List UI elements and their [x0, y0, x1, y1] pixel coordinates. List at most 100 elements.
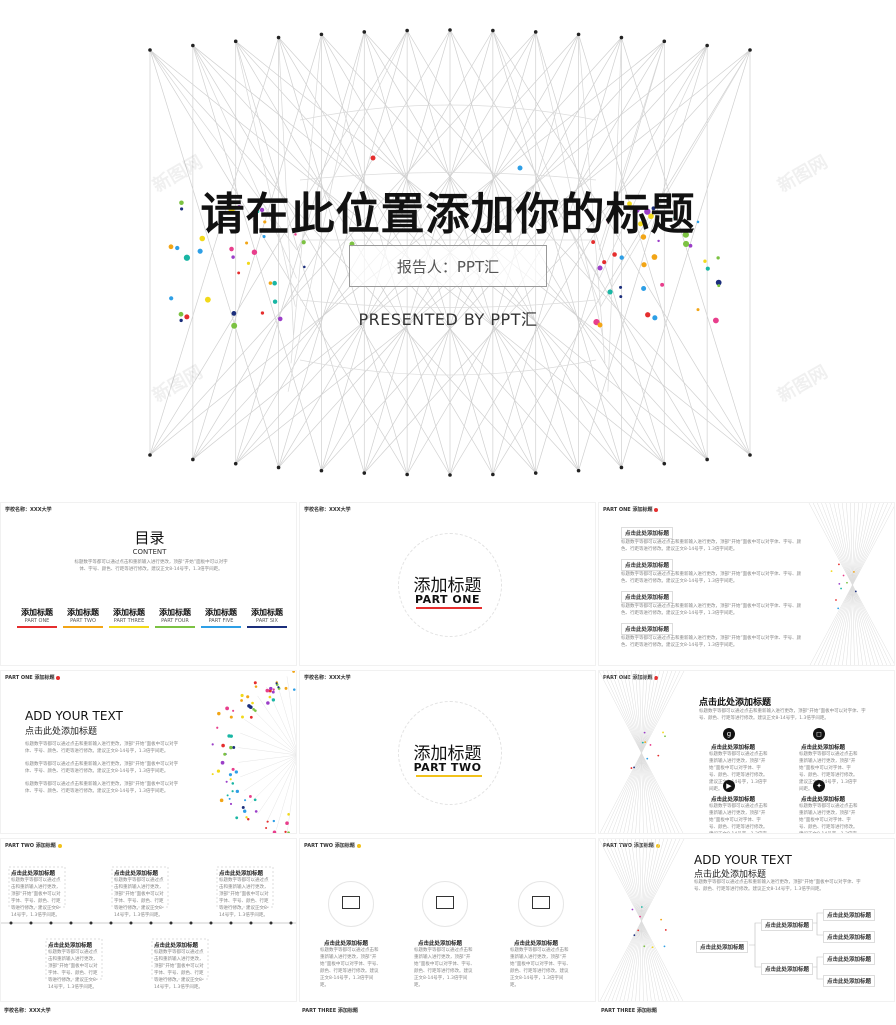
list-text-2: 标题数字等都可以通过点击和重新输入进行更改，顶部“开始”面板中可以对字体、字号、… — [621, 572, 802, 584]
body-text-2: 标题数字等都可以通过点击和重新输入进行更改，顶部“开始”面板中可以对字体、字号、… — [25, 762, 179, 774]
icon-block-text: 标题数字等都可以通过点击和重新输入进行更改，顶部“开始”面板中可以对字体、字号、… — [799, 752, 858, 792]
confetti-dot — [237, 205, 241, 209]
mesh-arc — [299, 359, 597, 376]
confetti-dot — [231, 782, 235, 785]
confetti-dot — [216, 769, 221, 773]
confetti-dot — [246, 817, 250, 821]
toc-part-label[interactable]: 添加标题 — [67, 608, 99, 617]
mesh-line — [599, 671, 685, 833]
confetti-dot — [284, 830, 287, 833]
mesh-line — [578, 45, 708, 471]
timeline-text-2: 标题数字等都可以通过点击和重新输入进行更改，顶部“开始”面板中可以对字体、字号、… — [114, 878, 164, 918]
toc-part-label[interactable]: 添加标题 — [251, 608, 283, 617]
confetti-dot — [664, 735, 666, 738]
slide-header: PART TWO 添加标题 — [5, 842, 62, 849]
confetti-dot — [641, 741, 644, 744]
mesh-line — [578, 34, 708, 460]
toc-part-label[interactable]: 添加标题 — [205, 608, 237, 617]
slide-tree[interactable]: PART TWO 添加标题 ADD YOUR TEXT 点击此处添加标题 标题数… — [598, 838, 895, 1002]
twitter-icon: ✦ — [813, 780, 825, 792]
slide-timeline[interactable]: PART TWO 添加标题 点击此处添加标题 标题数字等都可以通过点击和重新输入… — [0, 838, 297, 1002]
timeline-text-3: 标题数字等都可以通过点击和重新输入进行更改，顶部“开始”面板中可以对字体、字号、… — [219, 878, 269, 918]
mesh-line — [266, 686, 296, 752]
confetti-dot — [259, 207, 265, 213]
mesh-line — [257, 757, 296, 815]
mesh-node — [533, 30, 538, 34]
timeline-title-5: 点击此处添加标题 — [154, 943, 199, 949]
confetti-dot — [633, 934, 636, 937]
confetti-dot — [231, 322, 238, 329]
confetti-dot — [228, 206, 235, 213]
confetti-dot — [228, 797, 231, 800]
confetti-dot — [370, 155, 376, 161]
tree-node: 点击此处添加标题 — [761, 963, 814, 975]
confetti-dot — [688, 243, 693, 248]
confetti-dot — [244, 799, 247, 802]
toc-part-bar — [201, 626, 241, 628]
slide-section-two[interactable]: 学校名称：XXX大学 添加标题 PART TWO — [299, 670, 596, 834]
list-title-2: 点击此处添加标题 — [621, 559, 674, 571]
mesh-line — [149, 31, 536, 456]
section-part-label: PART ONE — [415, 593, 480, 606]
youtube-icon: ▶ — [723, 780, 735, 792]
confetti-dot — [229, 778, 232, 781]
confetti-dot — [660, 918, 663, 921]
section-title: 添加标题 — [413, 576, 482, 596]
confetti-dot — [640, 234, 647, 240]
mesh-node — [662, 461, 667, 466]
slide-part-one-list[interactable]: PART ONE 添加标题 点击此处添加标题 标题数字等都可以通过点击和重新输入… — [598, 502, 895, 666]
toc-part-bar — [155, 626, 195, 628]
confetti-dot — [220, 760, 225, 765]
mesh-node — [191, 457, 195, 462]
confetti-dot — [638, 221, 644, 227]
confetti-dot — [830, 570, 833, 573]
confetti-dot — [612, 252, 617, 257]
confetti-dot — [262, 234, 266, 239]
list-text-1: 标题数字等都可以通过点击和重新输入进行更改，顶部“开始”面板中可以对字体、字号、… — [621, 540, 802, 552]
confetti-dot — [268, 281, 273, 285]
mesh-line — [257, 695, 296, 753]
mesh-line — [449, 29, 600, 279]
confetti-dot — [619, 295, 623, 299]
confetti-dot — [602, 260, 607, 265]
slide-icon-grid[interactable]: PART ONE 添加标题 点击此处添加标题 标题数字等都可以通过点击和重新输入… — [598, 670, 895, 834]
mesh-line — [244, 719, 296, 754]
confetti-dot — [184, 314, 190, 320]
confetti-dot — [619, 255, 624, 260]
confetti-dot — [235, 816, 239, 820]
confetti-dot — [644, 741, 647, 744]
slide-section-one[interactable]: 学校名称：XXX大学 添加标题 PART ONE — [299, 502, 596, 666]
slide-three-circles[interactable]: PART TWO 添加标题 点击此处添加标题 标题数字等都可以通过点击和重新输入… — [299, 838, 596, 1002]
confetti-dot — [204, 296, 211, 303]
toc-part-label[interactable]: 添加标题 — [159, 608, 191, 617]
mesh-node — [405, 28, 409, 33]
confetti-dot — [837, 607, 840, 610]
decor-dot-arc — [211, 671, 296, 833]
confetti-dot — [284, 686, 288, 690]
slide-toc[interactable]: 学校名称：XXX大学 目录 CONTENT 标题数字等都可以通过点击和重新输入进… — [0, 502, 297, 666]
confetti-dot — [645, 312, 651, 318]
confetti-dot — [254, 810, 258, 813]
confetti-dot — [245, 241, 249, 245]
timeline-node — [89, 921, 93, 925]
toc-part-label[interactable]: 添加标题 — [113, 608, 145, 617]
tree-leaf: 点击此处添加标题 — [823, 975, 876, 987]
confetti-dot — [231, 790, 234, 793]
confetti-dot — [199, 235, 206, 242]
slide-add-text-dots[interactable]: PART ONE 添加标题 ADD YOUR TEXT 点击此处添加标题 标题数… — [0, 670, 297, 834]
confetti-dot — [651, 206, 656, 211]
mesh-node — [148, 453, 152, 457]
confetti-dot — [651, 254, 658, 260]
confetti-dot — [180, 207, 184, 211]
icon-block-text: 标题数字等都可以通过点击和重新输入进行更改，顶部“开始”面板中可以对字体、字号、… — [709, 804, 768, 833]
hero-slide[interactable]: 新图网 新图网 新图网 新图网 请在此位置添加你的标题 报告人：PPT汇 PRE… — [0, 0, 896, 500]
toc-part-label[interactable]: 添加标题 — [21, 608, 53, 617]
toc-part-bar — [247, 626, 287, 628]
toc-title: 目录 — [134, 529, 165, 547]
confetti-dot — [179, 318, 183, 323]
confetti-dot — [295, 676, 296, 677]
mesh-line — [235, 41, 365, 474]
decor-mesh — [599, 671, 685, 833]
confetti-dot — [838, 563, 840, 566]
tree-leaf: 点击此处添加标题 — [823, 909, 876, 921]
